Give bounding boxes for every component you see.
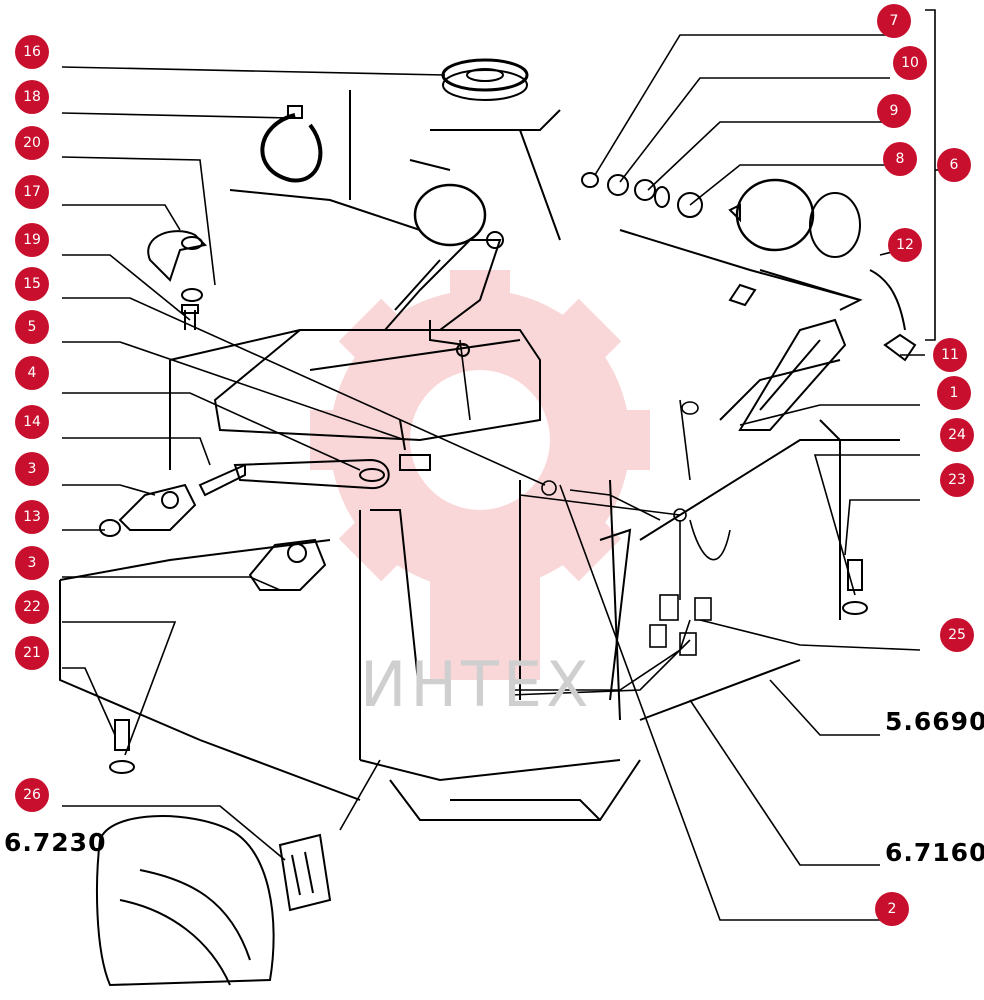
ref-6-7230: 6.7230 [4,828,107,857]
callout-18[interactable]: 18 [15,80,49,114]
callout-2[interactable]: 2 [875,892,909,926]
callout-11[interactable]: 11 [933,338,967,372]
callout-1[interactable]: 1 [937,376,971,410]
callout-12[interactable]: 12 [888,228,922,262]
callout-16[interactable]: 16 [15,35,49,69]
callout-23[interactable]: 23 [940,463,974,497]
callout-10[interactable]: 10 [893,46,927,80]
part-left-headlamp [382,183,504,357]
part-bracket-17 [147,230,208,330]
callout-26[interactable]: 26 [15,778,49,812]
callout-21[interactable]: 21 [15,636,49,670]
wiring-harness [509,401,731,696]
tractor-body [59,90,900,821]
callout-3-upper[interactable]: 3 [15,452,49,486]
callout-17[interactable]: 17 [15,175,49,209]
part-bracket-3a [99,483,197,537]
part-cover-26 [96,815,275,987]
callout-8[interactable]: 8 [883,142,917,176]
part-clamp-18 [260,105,323,183]
leader-lines [61,9,940,921]
callout-25[interactable]: 25 [940,618,974,652]
watermark-text: ИНТЕХ [360,648,593,721]
ref-5-6690: 5.6690 [885,707,984,736]
callout-13[interactable]: 13 [15,500,49,534]
watermark-logo [310,270,650,680]
callout-5[interactable]: 5 [15,310,49,344]
ref-6-7160: 6.7160 [885,838,984,867]
callout-3-lower[interactable]: 3 [15,546,49,580]
part-clip-26 [278,833,332,912]
callout-20[interactable]: 20 [15,126,49,160]
callout-22[interactable]: 22 [15,590,49,624]
callout-24[interactable]: 24 [940,418,974,452]
callout-7[interactable]: 7 [877,4,911,38]
callout-6[interactable]: 6 [937,148,971,182]
callout-9[interactable]: 9 [877,94,911,128]
part-right-headlamp [581,172,917,431]
callout-19[interactable]: 19 [15,223,49,257]
part-grommet-16 [441,58,529,101]
part-bracket-3b [248,538,327,591]
callout-4[interactable]: 4 [15,356,49,390]
callout-14[interactable]: 14 [15,405,49,439]
part-bolt-23 [842,559,868,615]
part-lever-arm-4 [198,419,431,497]
part-bolt-21 [109,719,135,774]
callout-15[interactable]: 15 [15,267,49,301]
